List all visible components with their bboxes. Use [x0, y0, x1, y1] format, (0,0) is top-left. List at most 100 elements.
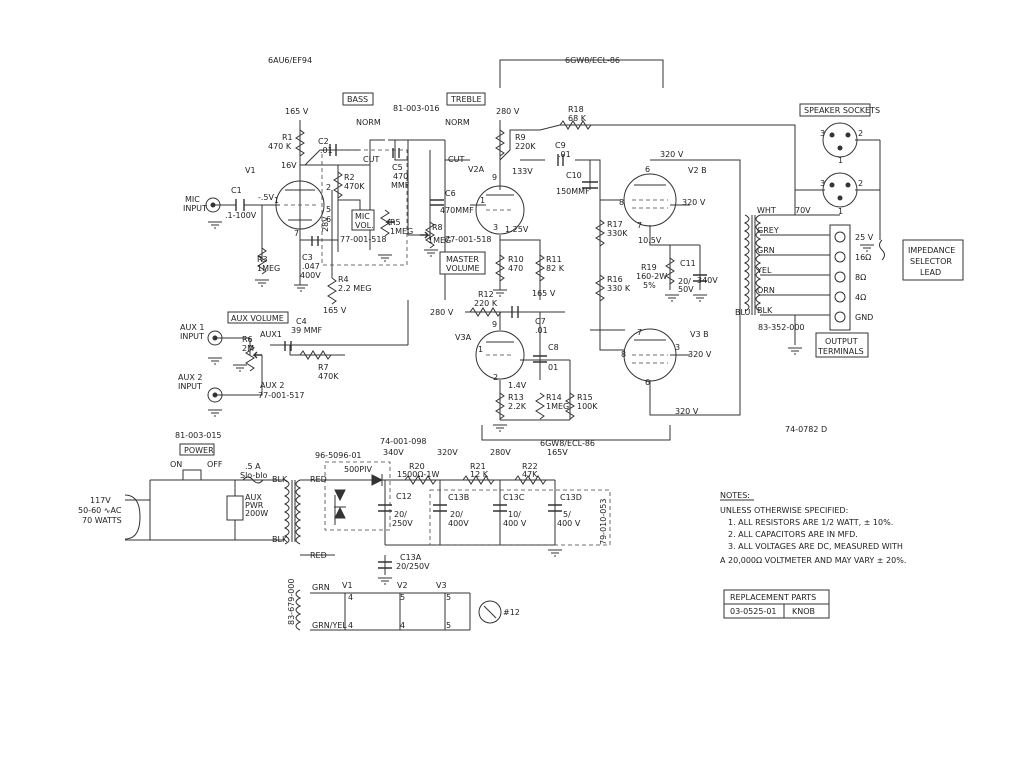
wire-grn: GRN [312, 583, 330, 592]
wire-grey: GREY [757, 226, 779, 235]
resistor-r10 [495, 254, 505, 282]
c13b-ref: C13B [448, 493, 469, 502]
resistor-r12 [469, 307, 502, 317]
cap-c6 [430, 199, 444, 206]
potentiometers [245, 209, 435, 372]
r2-val: 470K [344, 182, 365, 191]
r21-val: 12 K [470, 470, 489, 479]
aux1-input-1: AUX 1 [180, 323, 204, 332]
wire-grn-yel: GRN/YEL [312, 621, 347, 630]
c11-ref: C11 [680, 259, 696, 268]
pin-fil-5: 4 [400, 621, 405, 630]
fil-v3: V3 [436, 581, 447, 590]
impedance-line-3: LEAD [920, 268, 941, 277]
resistor-r3 [257, 247, 267, 275]
volt-165-bot: 165 V [323, 306, 347, 315]
pin-v1-5: 5 [326, 205, 331, 214]
input-jacks [205, 197, 223, 403]
impedance-line-2: SELECTOR [910, 257, 952, 266]
pin-spk-3a: 3 [820, 129, 825, 138]
r10-ref: R10 [508, 255, 524, 264]
resistor-r2 [333, 171, 343, 199]
norm-label-1: NORM [356, 118, 381, 127]
drawing-number: 74-0782 D [785, 425, 827, 434]
resistors [257, 120, 675, 485]
cap-c4 [284, 341, 292, 351]
c3-volt: 400V [300, 271, 321, 280]
terminal-strip [829, 224, 851, 331]
master-pot-part: 77-001-518 [445, 235, 492, 244]
r5-ref: R5 [390, 218, 401, 227]
c9-ref: C9 [555, 141, 566, 150]
cap-c13c [493, 504, 507, 512]
r18-ref: R18 [568, 105, 584, 114]
norm-label-2: NORM [445, 118, 470, 127]
pin-v1-1: 1 [274, 196, 279, 205]
volt-ps-320: 320V [437, 448, 458, 457]
cap-part-top: 74-001-098 [380, 437, 427, 446]
c13d-ref: C13D [560, 493, 582, 502]
tap-25v: 25 V [855, 233, 874, 242]
r6-ref: R6 [242, 335, 253, 344]
r3-ref: R3 [257, 255, 268, 264]
c13c-val: 10/ [508, 510, 521, 519]
c13c-volt: 400 V [503, 519, 527, 528]
rectifier-part: 96-5096-01 [315, 451, 362, 460]
c7-val: .01 [535, 326, 548, 335]
resistor-r20 [404, 475, 437, 485]
r17-val: 330K [607, 229, 628, 238]
resistor-r22 [514, 475, 547, 485]
r4-ref: R4 [338, 275, 349, 284]
power-transformer [283, 479, 296, 545]
pin-v3b-7: 7 [637, 328, 642, 337]
cap-c13d [548, 504, 562, 512]
r12-val: 220 K [474, 299, 498, 308]
tap-8: 8Ω [855, 273, 866, 282]
pot-r5 [380, 209, 390, 237]
r3-val: 1MEG [257, 264, 280, 273]
capacitors [235, 144, 707, 569]
pin-v1-6: 6 [326, 215, 331, 224]
pin-fil-1: 4 [348, 593, 353, 602]
r17-ref: R17 [607, 220, 623, 229]
off-label: OFF [207, 460, 223, 469]
tube-v1 [275, 180, 325, 230]
wire-red-1: RED [310, 475, 327, 484]
c7-ref: C7 [535, 317, 546, 326]
cap-c11 [693, 274, 707, 282]
c2-ref: C2 [318, 137, 329, 146]
aux2-input-1: AUX 2 [178, 373, 202, 382]
notes-line-1: UNLESS OTHERWISE SPECIFIED: [720, 506, 848, 515]
aux2-input-jack [207, 387, 223, 403]
pilot-lamp [478, 600, 502, 624]
dashed-outlines [321, 149, 611, 546]
r10-val: 470 [508, 264, 523, 273]
cap-c13b [433, 504, 447, 512]
pot-r8 [425, 221, 435, 249]
power-part: 81-003-015 [175, 431, 222, 440]
c13b-val: 20/ [450, 510, 463, 519]
lamp-label: #12 [503, 608, 520, 617]
aux-power-outlet [226, 495, 244, 521]
c13d-val: 5/ [563, 510, 571, 519]
cap-c3 [311, 236, 319, 246]
c5-ref: C5 [392, 163, 403, 172]
notes-line-4: 3. ALL VOLTAGES ARE DC, MEASURED WITH [728, 542, 903, 551]
r1-ref: R1 [282, 133, 293, 142]
r14-val: 1MEG [546, 402, 569, 411]
c12-val: 20/ [394, 510, 407, 519]
c13a-ref: C13A [400, 553, 422, 562]
c4-ref: C4 [296, 317, 307, 326]
c12-ref: C12 [396, 492, 412, 501]
resistor-r13 [495, 392, 505, 420]
impedance-line-1: IMPEDANCE [908, 246, 955, 255]
cap-c1 [235, 199, 245, 211]
fuse-1: .5 A [245, 462, 261, 471]
pin-v2a-1: 1 [480, 196, 485, 205]
r19-tol: 5% [643, 281, 656, 290]
c4-val: 39 MMF [291, 326, 323, 335]
aux-volume-label: AUX VOLUME [231, 314, 284, 323]
wire-blk-ot: BLK [757, 306, 773, 315]
r4-val: 2.2 MEG [338, 284, 371, 293]
aux-pwr-3: 200W [245, 509, 268, 518]
